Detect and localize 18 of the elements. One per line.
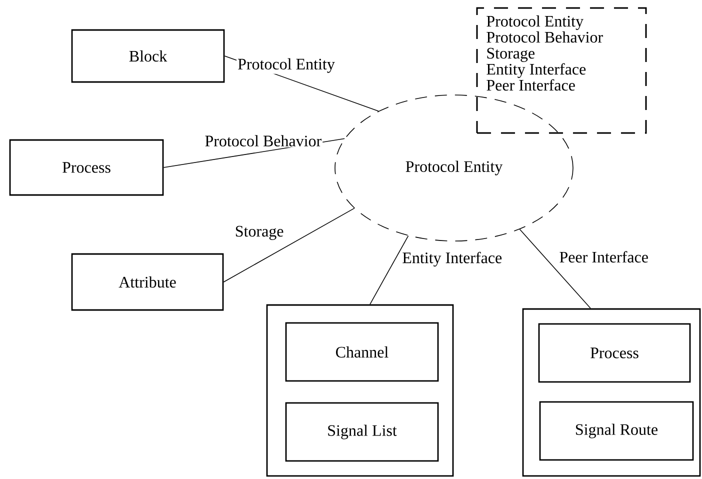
process-box: Attribute — [71, 253, 224, 311]
process-box: Channel — [285, 322, 439, 382]
container-box — [266, 304, 454, 477]
connector-line — [370, 235, 409, 305]
process-box: Process — [9, 139, 164, 196]
edge-label: Entity Interface — [401, 250, 504, 268]
edge-label: Protocol Entity — [236, 57, 336, 74]
process-box: Signal Route — [539, 401, 694, 461]
list-box: Protocol Entity Protocol Behavior Storage Entity Interface Peer Interface — [476, 7, 647, 134]
connector-line — [519, 228, 591, 309]
container-box — [522, 308, 701, 477]
process-box: Block — [71, 29, 225, 83]
edge-label: Peer Interface — [558, 250, 650, 264]
connector-line — [223, 208, 355, 282]
process-box: Process — [538, 323, 691, 383]
edge-label: Storage — [234, 224, 285, 241]
edge-label: Protocol Behavior — [204, 134, 323, 148]
process-box: Signal List — [285, 402, 439, 462]
